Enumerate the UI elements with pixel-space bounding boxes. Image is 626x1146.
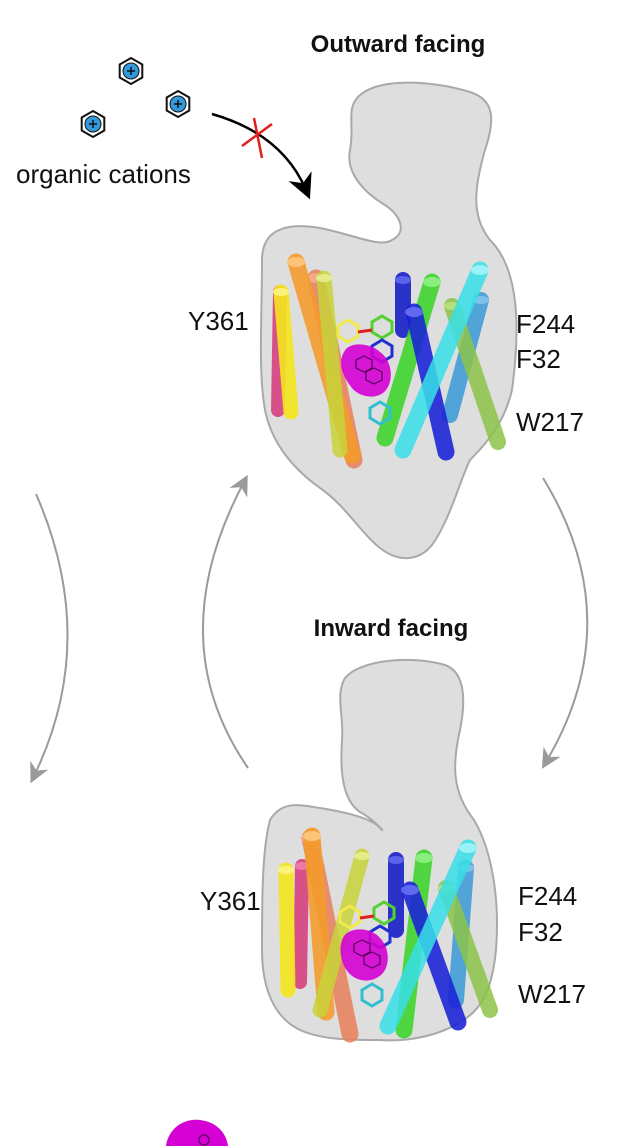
blocked-entry-arrow — [211, 112, 312, 200]
helix-cylinder-icon — [293, 859, 309, 989]
residue-label-f244-inward: F244 — [518, 881, 577, 911]
residue-sidechains — [338, 900, 396, 1008]
helix-cylinder-icon — [273, 284, 299, 420]
helix-cylinder-icon — [388, 852, 404, 938]
residue-label-w217-outward: W217 — [516, 407, 584, 437]
helix-cylinder-icon — [379, 839, 477, 1035]
residue-label-y361-outward: Y361 — [188, 306, 249, 336]
residue-label-f32-outward: F32 — [516, 344, 561, 374]
cation-hexagon-icon — [118, 56, 144, 86]
helix-cylinder-icon — [394, 261, 489, 459]
block-cross-icon — [241, 117, 273, 159]
cycle-arrow-up — [202, 474, 249, 769]
residue-label-w217-inward: W217 — [518, 979, 586, 1009]
ligand-ring-icon — [355, 355, 383, 385]
ligand-ring-icon — [353, 939, 381, 969]
inward-transporter — [260, 658, 499, 1043]
helix-cylinder-icon — [376, 273, 441, 447]
helix-cylinder-icon — [312, 848, 370, 1018]
cycle-arrow-right-down — [541, 477, 589, 769]
cycle-arrow-left-down — [30, 493, 69, 784]
cation-group — [80, 56, 191, 139]
outward-transporter — [259, 81, 518, 560]
helix-cylinder-icon — [395, 272, 411, 338]
residue-label-y361-inward: Y361 — [200, 886, 261, 916]
inward-facing-title: Inward facing — [314, 615, 469, 642]
ligand-legend-ring-icon — [198, 1134, 210, 1146]
ligand-legend-blob-icon — [166, 1119, 228, 1146]
cation-hexagon-icon — [80, 109, 106, 139]
outward-facing-title: Outward facing — [311, 31, 486, 58]
helix-cylinder-icon — [401, 881, 467, 1031]
cation-hexagon-icon — [165, 89, 191, 119]
helix-cylinder-icon — [316, 270, 348, 458]
helix-cylinder-icon — [278, 862, 296, 998]
residue-label-f32-inward: F32 — [518, 917, 563, 947]
residue-label-f244-outward: F244 — [516, 309, 575, 339]
organic-cations-label: organic cations — [16, 159, 191, 189]
